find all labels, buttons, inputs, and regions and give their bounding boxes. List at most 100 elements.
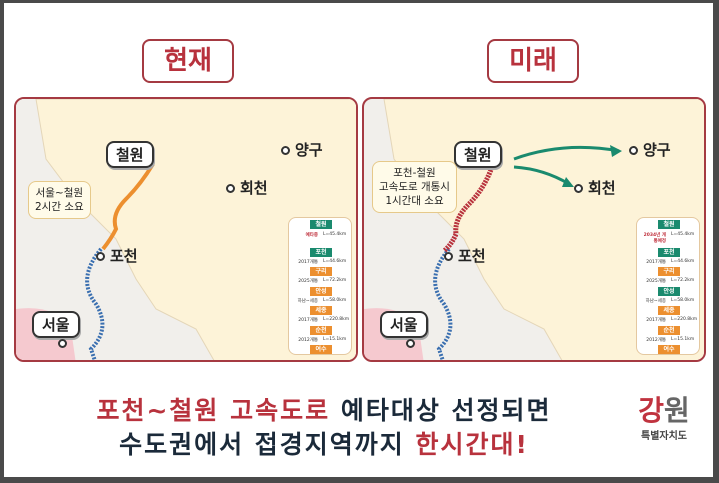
arrow-to-yanggu xyxy=(513,145,620,161)
logo-subtitle: 특별자치도 xyxy=(641,431,687,442)
city-name: 철원 xyxy=(116,146,144,164)
legend-length: L=44.6km xyxy=(671,258,695,264)
legend-year: 2017개통 xyxy=(646,318,666,323)
city-label-pocheon: 포천 xyxy=(444,245,486,266)
headline-dark-2: 수도권에서 접경지역까지 xyxy=(119,430,416,459)
location-dot-icon xyxy=(58,339,67,348)
legend-length: L=220.8km xyxy=(671,317,698,322)
legend-row: 여수 xyxy=(289,343,351,360)
legend-station: 포천 xyxy=(310,247,332,257)
legend-row: 세종 2017개통 L=220.8km xyxy=(637,304,699,324)
legend-length: L=15.1km xyxy=(671,336,695,342)
legend-length: L=45.4km xyxy=(323,231,347,237)
future-route xyxy=(442,166,495,253)
legend-row: 세종 2017개통 L=220.8km xyxy=(289,304,351,324)
legend-year: 2025개통 xyxy=(646,279,666,284)
legend-station: 세종 xyxy=(658,306,680,315)
note-line: 서울~철원 xyxy=(35,187,84,199)
legend-year: 2017개통 xyxy=(298,259,318,265)
legend-row: 포천 2017개통 L=44.6km xyxy=(289,246,351,266)
note-line: 고속도로 개통시 xyxy=(379,181,450,193)
legend-length: L=72.2km xyxy=(671,278,695,283)
location-dot-icon xyxy=(226,184,235,193)
legend-year: 하남~세종 xyxy=(645,298,666,304)
legend-year: 2012개통 xyxy=(646,337,666,343)
city-label-yanggu: 양구 xyxy=(281,139,323,160)
legend-row: 구리 2025개통 L=72.2km xyxy=(637,265,699,285)
location-dot-icon xyxy=(281,146,290,155)
legend-length: L=72.2km xyxy=(323,278,347,283)
legend-year: 하남~세종 xyxy=(297,298,318,304)
city-name: 철원 xyxy=(464,146,492,164)
legend-length: L=45.4km xyxy=(671,231,695,237)
legend-length: L=15.1km xyxy=(323,336,347,342)
city-name: 양구 xyxy=(295,141,323,159)
note-line: 2시간 소요 xyxy=(35,201,84,213)
city-name: 회천 xyxy=(240,179,268,197)
legend-year: 2025개통 xyxy=(298,279,318,284)
legend-length: L=44.6km xyxy=(323,258,347,264)
city-label-cheorwon: 철원 xyxy=(106,141,154,168)
legend-station: 철원 xyxy=(310,220,332,229)
tab-current: 현재 xyxy=(142,39,234,83)
city-name: 양구 xyxy=(643,141,671,159)
travel-time-note: 서울~철원 2시간 소요 xyxy=(28,181,91,219)
headline-line-2: 수도권에서 접경지역까지 한시간대! xyxy=(4,425,644,461)
legend-length: L=58.0km xyxy=(671,297,695,303)
legend-row: 순천 2012개통 L=15.1km xyxy=(289,324,351,344)
legend-year: 2017개통 xyxy=(298,318,318,323)
legend-station: 세종 xyxy=(310,306,332,315)
legend-station: 여수 xyxy=(310,345,332,354)
legend-station: 안성 xyxy=(310,286,332,296)
city-name: 서울 xyxy=(42,316,70,334)
legend-row: 예타중 L=45.4km xyxy=(289,232,351,246)
city-label-yanggu: 양구 xyxy=(629,139,671,160)
location-dot-icon xyxy=(406,339,415,348)
legend-station: 포천 xyxy=(658,247,680,257)
legend-station: 구리 xyxy=(658,267,680,276)
legend-row: 구리 2025개통 L=72.2km xyxy=(289,265,351,285)
legend-year: 2012개통 xyxy=(298,337,318,343)
legend-year: 예타중 xyxy=(305,232,318,238)
legend-row: 철원 xyxy=(289,218,351,238)
legend-station: 철원 xyxy=(658,220,680,229)
city-label-cheorwon: 철원 xyxy=(454,141,502,168)
headline-red-1: 포천~철원 고속도로 xyxy=(96,396,331,425)
city-name: 포천 xyxy=(458,247,486,265)
existing-route xyxy=(433,247,453,360)
gangwon-logo: 강원 특별자치도 xyxy=(634,395,694,443)
location-dot-icon xyxy=(574,184,583,193)
location-dot-icon xyxy=(444,252,453,261)
note-line: 포천-철원 xyxy=(393,167,436,179)
current-route xyxy=(101,162,155,251)
legend-station: 구리 xyxy=(310,267,332,276)
legend-station: 순천 xyxy=(310,325,332,335)
city-label-pocheon: 포천 xyxy=(96,245,138,266)
legend-row: 순천 2012개통 L=15.1km xyxy=(637,324,699,344)
headline-dark-1: 예타대상 선정되면 xyxy=(330,396,552,425)
existing-route xyxy=(85,247,105,360)
legend-length: L=220.8km xyxy=(323,317,350,322)
city-name: 포천 xyxy=(110,247,138,265)
headline-line-1: 포천~철원 고속도로 예타대상 선정되면 xyxy=(4,391,644,427)
note-line: 1시간대 소요 xyxy=(385,195,444,207)
legend-station: 순천 xyxy=(658,325,680,335)
location-dot-icon xyxy=(629,146,638,155)
tab-future: 미래 xyxy=(487,39,579,83)
legend-row: 여수 xyxy=(637,343,699,360)
city-label-hwacheon: 회천 xyxy=(574,177,616,198)
headline-red-2: 한시간대! xyxy=(415,430,529,459)
legend-station: 안성 xyxy=(658,286,680,296)
legend-station: 여수 xyxy=(658,345,680,354)
city-name: 서울 xyxy=(390,316,418,334)
